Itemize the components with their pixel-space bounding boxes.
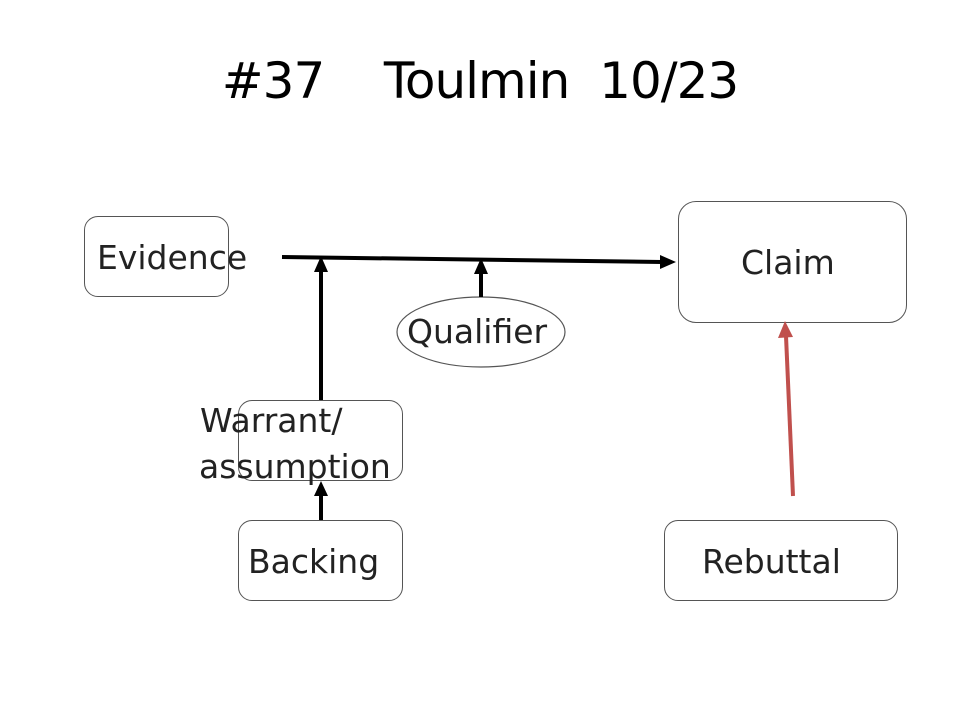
evidence-label: Evidence xyxy=(97,238,248,277)
rebuttal-label: Rebuttal xyxy=(702,542,841,581)
warrant-box xyxy=(238,400,403,481)
warrant-to-main-arrowhead xyxy=(314,256,328,272)
rebuttal-box xyxy=(664,520,898,601)
backing-label: Backing xyxy=(248,542,380,581)
claim-box xyxy=(678,201,907,323)
warrant-label-line1: Warrant/ xyxy=(200,401,343,440)
qualifier-label: Qualifier xyxy=(407,312,548,351)
evidence-to-claim-arrowhead xyxy=(660,255,676,269)
rebuttal-to-claim-arrow xyxy=(784,335,795,497)
claim-label: Claim xyxy=(741,243,835,282)
qualifier-to-main-arrowhead xyxy=(474,258,488,274)
warrant-label-line2: assumption xyxy=(199,447,391,486)
backing-to-warrant-arrowhead xyxy=(314,481,328,496)
rebuttal-to-claim-arrowhead xyxy=(778,321,793,338)
evidence-box xyxy=(84,216,229,297)
slide-title: #37 Toulmin 10/23 xyxy=(221,52,739,110)
backing-box xyxy=(238,520,403,601)
evidence-to-claim-arrow xyxy=(281,255,663,264)
